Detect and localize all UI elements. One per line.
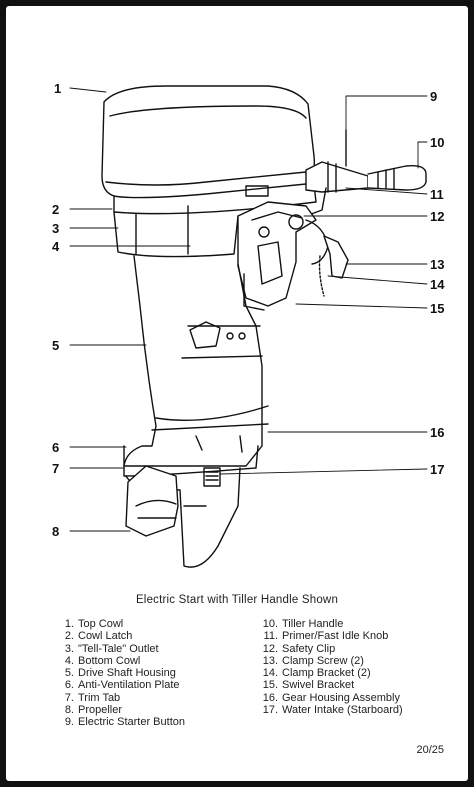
list-item: 8.Propeller [64, 704, 123, 717]
gear-housing-drawing [123, 445, 259, 568]
list-item: 15.Swivel Bracket [262, 679, 355, 692]
list-item: 7.Trim Tab [64, 691, 121, 704]
parts-legend-left: 1.Top Cowl 2.Cowl Latch 3."Tell-Tale" Ou… [60, 618, 185, 729]
list-item: 11.Primer/Fast Idle Knob [263, 630, 389, 643]
list-item: 4.Bottom Cowl [64, 654, 141, 667]
list-item: 1.Top Cowl [64, 618, 124, 630]
callout-7: 7 [52, 461, 60, 476]
callout-13: 13 [430, 257, 445, 272]
list-item: 3."Tell-Tale" Outlet [64, 642, 159, 655]
callout-15: 15 [430, 301, 445, 316]
callout-10: 10 [430, 135, 445, 150]
callout-9: 9 [430, 89, 438, 104]
leader-lines [69, 87, 428, 532]
callout-1: 1 [54, 81, 62, 96]
callout-8: 8 [52, 524, 60, 539]
callout-17: 17 [430, 462, 445, 477]
list-item: 9.Electric Starter Button [64, 716, 185, 729]
list-item: 16.Gear Housing Assembly [262, 691, 400, 704]
callout-5: 5 [52, 338, 60, 353]
outboard-motor-diagram [69, 85, 428, 568]
callout-12: 12 [430, 209, 445, 224]
list-item: 6.Anti-Ventilation Plate [64, 679, 180, 692]
figure-caption: Electric Start with Tiller Handle Shown [135, 594, 339, 606]
bracket-assembly-drawing [237, 201, 349, 311]
callout-2: 2 [52, 202, 60, 217]
callout-6: 6 [52, 440, 60, 455]
list-item: 10.Tiller Handle [262, 618, 344, 630]
callout-4: 4 [52, 239, 60, 254]
parts-legend-right: 10.Tiller Handle 11.Primer/Fast Idle Kno… [260, 618, 403, 716]
list-item: 14.Clamp Bracket (2) [262, 667, 371, 680]
top-cowl-drawing [101, 85, 317, 215]
list-item: 2.Cowl Latch [64, 630, 133, 643]
tiller-handle-drawing [305, 129, 427, 217]
page-indicator: 20/25 [416, 744, 444, 756]
callout-11: 11 [430, 187, 444, 202]
list-item: 17.Water Intake (Starboard) [262, 704, 403, 717]
callout-3: 3 [52, 221, 60, 236]
callout-14: 14 [430, 277, 445, 292]
drive-shaft-housing-drawing [123, 255, 269, 467]
list-item: 5.Drive Shaft Housing [64, 667, 176, 680]
list-item: 12.Safety Clip [262, 642, 336, 655]
bottom-cowl-drawing [113, 185, 269, 258]
manual-page: 1 2 3 4 5 6 7 8 9 10 11 12 13 14 15 16 1… [6, 6, 468, 781]
callout-16: 16 [430, 425, 445, 440]
list-item: 13.Clamp Screw (2) [262, 654, 364, 667]
